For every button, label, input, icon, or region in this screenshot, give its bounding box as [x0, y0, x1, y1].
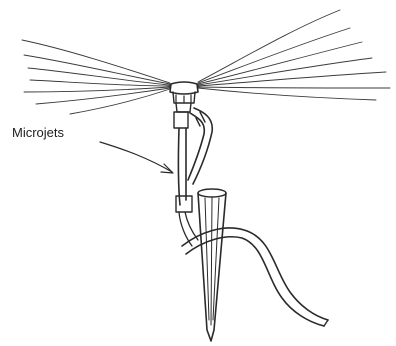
microjets-callout: Microjets: [12, 125, 173, 173]
right-spray-fan: [198, 10, 390, 100]
callout-arrow: [100, 142, 172, 172]
ground-stake: [198, 189, 226, 341]
left-spray-fan: [22, 40, 170, 114]
microjets-label: Microjets: [12, 125, 65, 140]
riser-assembly: [174, 108, 212, 246]
